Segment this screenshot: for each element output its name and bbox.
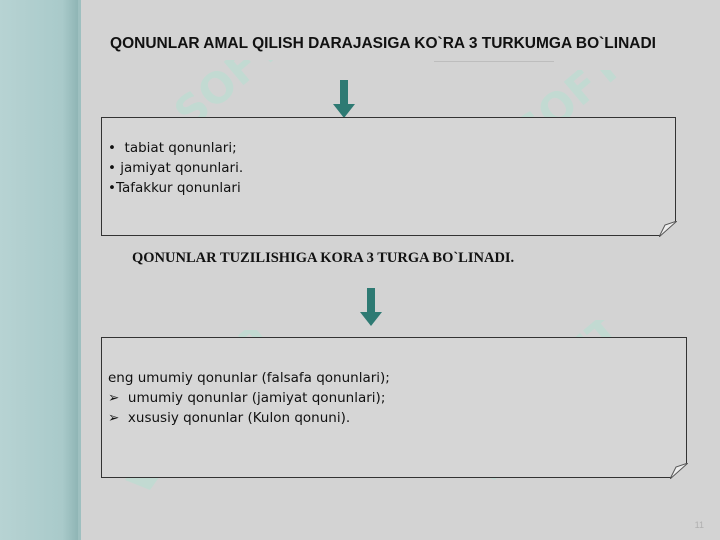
down-arrow-icon (333, 80, 355, 118)
types-box-tuzilish: eng umumiy qonunlar (falsafa qonunlari);… (101, 337, 688, 479)
list-item: • jamiyat qonunlari. (108, 160, 244, 176)
title-underline (434, 61, 554, 62)
page-curl-icon (659, 221, 677, 237)
categories-box-amal: • tabiat qonunlari; • jamiyat qonunlari.… (101, 117, 677, 237)
page-curl-icon (670, 463, 688, 479)
list-item: ➢ xususiy qonunlar (Kulon qonuni). (108, 410, 351, 426)
list-item: eng umumiy qonunlar (falsafa qonunlari); (108, 370, 390, 386)
box2-list: eng umumiy qonunlar (falsafa qonunlari);… (108, 368, 390, 428)
left-decorative-bar (0, 0, 78, 540)
list-item: ➢ umumiy qonunlar (jamiyat qonunlari); (108, 390, 386, 406)
slide-title-top: QONUNLAR AMAL QILISH DARAJASIGA KO`RA 3 … (110, 35, 656, 52)
slide-title-middle: QONUNLAR TUZILISHIGA KORA 3 TURGA BO`LIN… (132, 250, 515, 266)
box1-list: • tabiat qonunlari; • jamiyat qonunlari.… (108, 138, 243, 198)
left-bar-edge (78, 0, 81, 540)
list-item: • tabiat qonunlari; (108, 140, 237, 156)
down-arrow-icon (360, 288, 382, 326)
page-number: 11 (694, 520, 704, 530)
list-item: •Tafakkur qonunlari (108, 180, 241, 196)
